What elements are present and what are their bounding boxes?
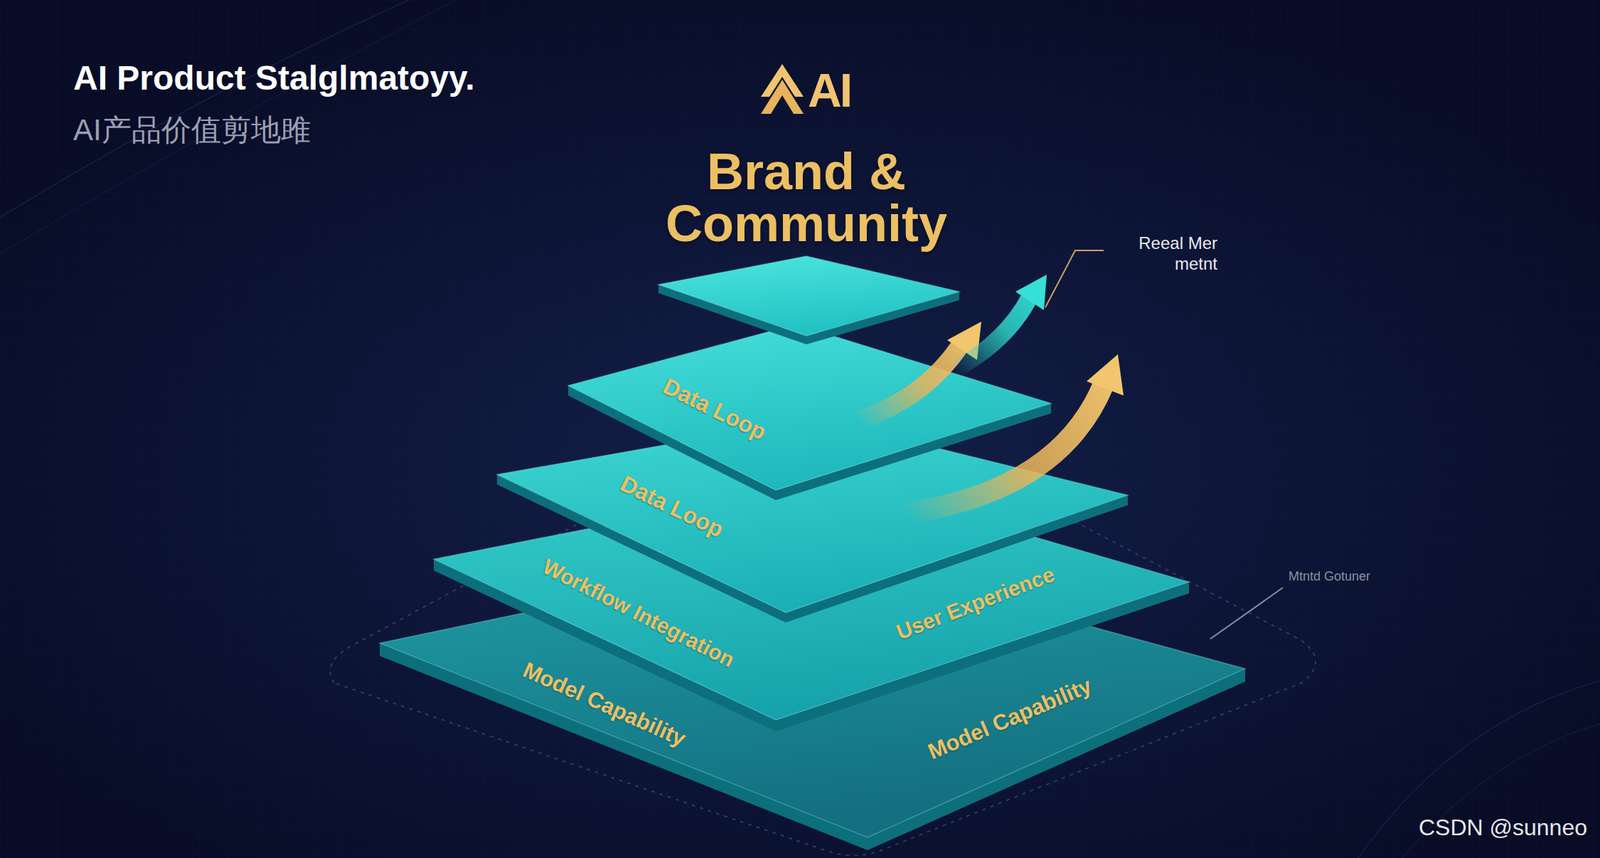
- title: AI Product Stalglmatoyy.: [73, 58, 476, 98]
- callout-text: Reeal Mer metnt: [1110, 233, 1218, 275]
- callout-text: Mtntd Gotuner: [1288, 568, 1371, 585]
- arrow-shaft: [956, 297, 1030, 369]
- logo-text: AI: [807, 62, 851, 119]
- arrow-head: [1015, 274, 1047, 311]
- deco-curve: [1393, 718, 1600, 858]
- pyramid-layer: Brand & Community: [649, 139, 963, 345]
- subtitle: AI产品价值剪地雎: [73, 112, 311, 148]
- leader-line: [1045, 250, 1104, 308]
- watermark: CSDN @sunneo: [1418, 813, 1588, 841]
- arrow-head: [1086, 354, 1124, 396]
- deco-curve: [1351, 675, 1600, 858]
- layer-top: [568, 324, 1052, 490]
- arrow-shaft: [904, 384, 1104, 514]
- leader-line: [1210, 587, 1283, 639]
- arrow-head: [947, 321, 982, 360]
- layer-label-box: Brand & Community: [657, 145, 956, 251]
- arrow-shaft: [856, 345, 960, 421]
- deco-curve: [0, 0, 441, 235]
- layer-top: [658, 256, 960, 336]
- logo-chevron: [760, 64, 804, 114]
- pyramid-layer: Data Loop: [568, 324, 1052, 500]
- layer-heading: Brand & Community: [657, 145, 956, 251]
- layer-shape: [568, 324, 1052, 500]
- deco-curve: [0, 0, 484, 271]
